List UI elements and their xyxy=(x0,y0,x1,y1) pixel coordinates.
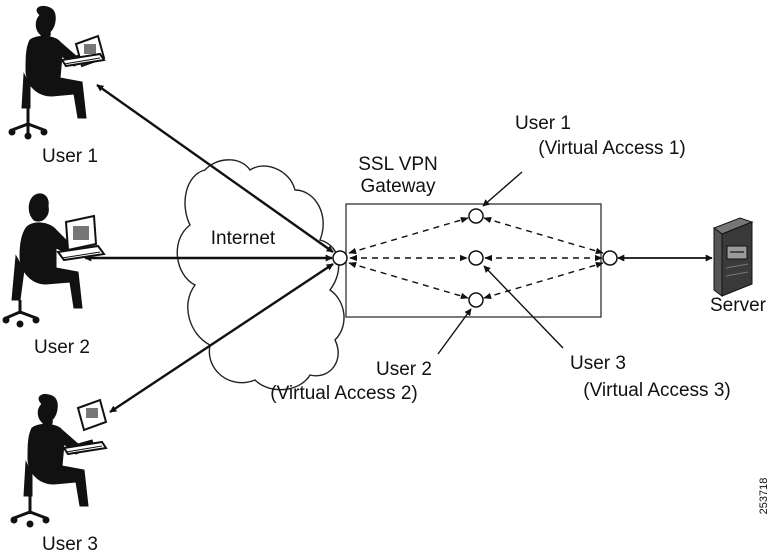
user2-label: User 2 xyxy=(34,337,90,358)
server-label: Server xyxy=(710,295,767,316)
gateway-egress-node xyxy=(602,250,618,266)
dashed-link-in-va1 xyxy=(348,216,469,255)
va3-label-line1: User 3 xyxy=(570,353,626,374)
server-icon xyxy=(712,217,754,297)
user2-icon xyxy=(2,193,106,328)
gateway-ingress-node xyxy=(332,250,348,266)
va3-label-line2: (Virtual Access 3) xyxy=(583,380,730,401)
user1-link xyxy=(96,84,334,253)
user3-link xyxy=(109,263,334,413)
va1-label-line2: (Virtual Access 1) xyxy=(538,138,685,159)
va3-pointer xyxy=(483,265,564,349)
internal-links xyxy=(348,216,604,300)
user1-label: User 1 xyxy=(42,146,98,167)
va2-label-line2: (Virtual Access 2) xyxy=(270,383,417,404)
dashed-link-out-va2 xyxy=(483,261,604,300)
user3-icon xyxy=(10,393,108,528)
gateway-label-line2: Gateway xyxy=(361,176,436,197)
user1-icon xyxy=(8,5,106,140)
va2-label-line1: User 2 xyxy=(376,359,432,380)
va1-pointer xyxy=(482,171,523,207)
virtual-access-2-node xyxy=(468,292,484,308)
user3-label: User 3 xyxy=(42,534,98,554)
virtual-access-1-node xyxy=(468,208,484,224)
dashed-link-in-va2 xyxy=(348,261,469,300)
internet-label: Internet xyxy=(211,228,276,249)
va1-label-line1: User 1 xyxy=(515,113,571,134)
internet-cloud: Internet xyxy=(176,159,345,391)
dashed-link-out-va1 xyxy=(483,216,604,255)
gateway-label-line1: SSL VPN xyxy=(358,154,438,175)
figure-id: 253718 xyxy=(758,478,770,515)
va2-pointer xyxy=(437,308,472,355)
virtual-access-3-node xyxy=(468,250,484,266)
